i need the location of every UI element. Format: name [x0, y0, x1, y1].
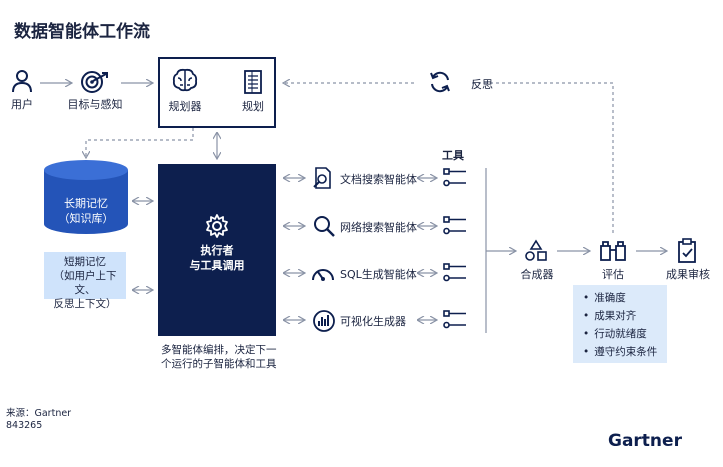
synthesizer-label: 合成器	[520, 268, 554, 281]
plan-label: 规划	[242, 100, 264, 113]
short-term-memory: 短期记忆 （如用户上下文、 反思上下文）	[53, 256, 117, 310]
user-icon	[12, 70, 32, 93]
document-search-icon	[313, 167, 331, 189]
orchestration-note: 多智能体编排，决定下一 个运行的子智能体和工具	[161, 344, 277, 370]
review-label: 成果审核	[666, 268, 710, 281]
agent-document-search: 文档搜索智能体	[340, 173, 417, 186]
tool-icon	[443, 310, 466, 329]
tool-icon	[443, 168, 466, 187]
user-label: 用户	[11, 98, 33, 111]
chart-icon	[313, 310, 335, 332]
binoculars-icon	[600, 241, 626, 261]
gauge-icon	[312, 269, 334, 281]
reflect-label: 反思	[471, 78, 493, 91]
agent-web-search: 网络搜索智能体	[340, 221, 417, 234]
planner-label: 规划器	[168, 100, 202, 113]
gartner-logo: Gartner	[608, 431, 682, 451]
clipboard-check-icon	[678, 238, 696, 263]
criterion-item: 行动就绪度	[583, 325, 657, 343]
agent-visualization: 可视化生成器	[340, 315, 406, 328]
evaluation-label: 评估	[602, 268, 624, 281]
tool-icon	[443, 216, 466, 235]
executor-box	[158, 164, 276, 336]
criterion-item: 遵守约束条件	[583, 343, 657, 361]
web-search-icon	[314, 216, 335, 237]
shapes-icon	[525, 239, 547, 261]
goal-label: 目标与感知	[67, 98, 123, 111]
criterion-item: 准确度	[583, 289, 657, 307]
tool-icon	[443, 263, 466, 282]
plan-list-icon	[244, 70, 262, 94]
agent-sql-generation: SQL生成智能体	[340, 268, 417, 281]
source-note: 来源：Gartner 843265	[6, 408, 72, 431]
gear-icon	[206, 214, 228, 238]
database-icon	[44, 160, 128, 234]
executor-title: 执行者 与工具调用	[189, 244, 245, 272]
page-title: 数据智能体工作流	[14, 22, 150, 42]
refresh-icon	[430, 71, 450, 93]
criterion-item: 成果对齐	[583, 307, 657, 325]
evaluation-criteria-list: 准确度 成果对齐 行动就绪度 遵守约束条件	[583, 289, 657, 361]
short-term-memory-note	[44, 252, 126, 299]
brain-icon	[172, 68, 198, 92]
tools-header: 工具	[442, 149, 464, 162]
long-term-memory: 长期记忆 （知识库）	[58, 197, 114, 225]
target-icon	[81, 71, 108, 93]
